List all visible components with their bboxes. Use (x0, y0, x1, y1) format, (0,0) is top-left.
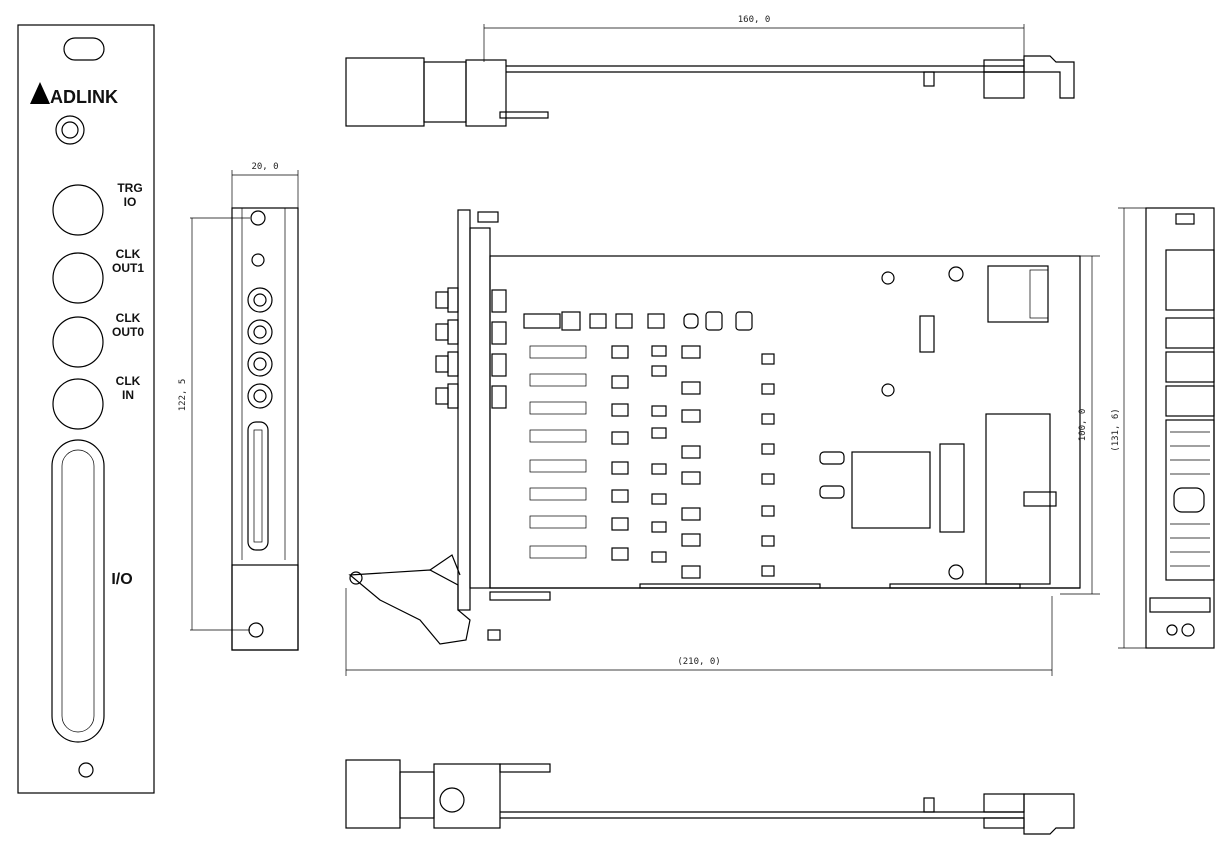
component-rows (529, 345, 775, 579)
pcb-outline (489, 255, 1081, 589)
dim-right-height: (131, 6) (1111, 408, 1121, 451)
dim-panel-width: 20, 0 (251, 162, 278, 172)
board-view: (210, 0) 100, 0 (345, 209, 1100, 676)
board-bnc-connectors (435, 287, 459, 409)
top-handle (345, 57, 425, 127)
bottom-handle (345, 759, 401, 829)
connector-label-2a: CLK (116, 247, 141, 261)
top-backplane-connector (1023, 55, 1075, 99)
connector-label-3b: OUT0 (112, 325, 144, 339)
dim-board-height: 100, 0 (1078, 409, 1088, 442)
connector-label-3a: CLK (116, 311, 141, 325)
board-header-connector (987, 265, 1049, 323)
connector-clk-out0 (52, 316, 104, 368)
front-panel: ADLINK TRG IO CLK OUT1 CLK OUT0 CLK IN I… (17, 24, 155, 794)
side-view: 20, 0 122, 5 (178, 162, 299, 651)
ejector-handle (348, 569, 471, 645)
connector-trg-io (52, 184, 104, 236)
dim-panel-height: 122, 5 (178, 379, 188, 412)
top-slot (63, 37, 105, 61)
top-knob (55, 115, 85, 145)
connector-label-1b: IO (124, 195, 137, 209)
connector-label-4a: CLK (116, 374, 141, 388)
adlink-logo-icon (30, 82, 50, 104)
backplane-connector (985, 413, 1051, 585)
io-label: I/O (111, 571, 132, 588)
right-view: (131, 6) (1111, 207, 1215, 649)
right-pin-rows (1170, 431, 1210, 567)
connector-label-1a: TRG (117, 181, 142, 195)
bottom-view (345, 759, 1075, 835)
connector-label-2b: OUT1 (112, 261, 144, 275)
side-io-connector (247, 421, 269, 551)
connector-label-4b: IN (122, 388, 134, 402)
dim-board-width: (210, 0) (677, 657, 720, 667)
top-view: 160, 0 (345, 15, 1075, 127)
main-chip (851, 451, 931, 529)
connector-clk-out1 (52, 252, 104, 304)
io-slot (51, 439, 105, 743)
bottom-backplane-connector (1023, 793, 1075, 835)
connector-clk-in (52, 378, 104, 430)
side-bnc-connectors (247, 287, 273, 409)
bottom-hole (78, 762, 94, 778)
dim-top-length: 160, 0 (738, 15, 771, 25)
brand-label: ADLINK (50, 87, 118, 107)
